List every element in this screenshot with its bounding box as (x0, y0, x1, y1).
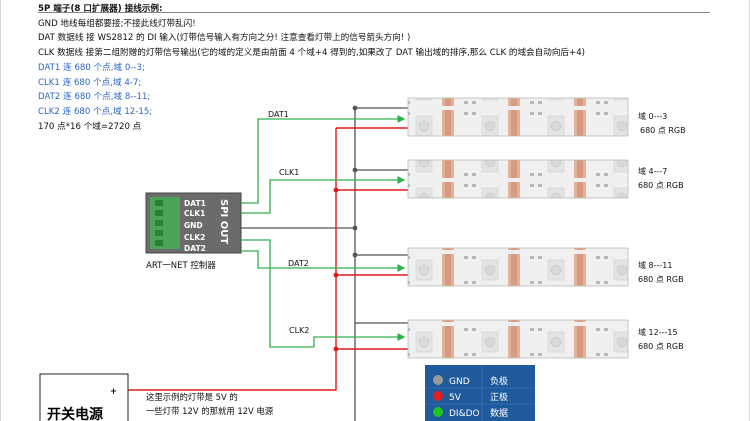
psu-note-1: 这里示例的灯带是 5V 的 (146, 392, 238, 402)
wire-label-dat1: DAT1 (268, 110, 289, 119)
dat2-wire (241, 250, 406, 272)
notes-title: 5P 端子(8 口扩展器) 接线示例: (38, 4, 163, 14)
strip-points: 680 点 RGB (638, 181, 684, 190)
art-net-controller: DAT1 CLK1 GND CLK2 DAT2 SPI OUT ART一NET … (145, 192, 242, 271)
legend-name-5v: 5V (449, 393, 462, 403)
pin-label-clk2: CLK2 (184, 233, 205, 242)
legend-dot-data (433, 407, 443, 417)
junction-dot (352, 105, 358, 111)
notes-clk2: CLK2 连 680 个点,域 12-15; (38, 106, 153, 117)
power-wiring (125, 127, 408, 391)
strip-body (407, 319, 629, 359)
clk2-wire-a (241, 239, 314, 348)
ground-wiring (241, 107, 408, 421)
pin-label-gnd: GND (184, 221, 203, 230)
dat1-wire (241, 115, 406, 204)
legend-name-data: DI&DO (449, 409, 480, 419)
switching-power-supply: + 开关电源 这里示例的灯带是 5V 的 一些灯带 12V 的那就用 12V 电… (39, 373, 274, 421)
psu-plus: + (110, 386, 117, 396)
strip-points: 680 点 RGB (638, 275, 684, 284)
pin-label-dat2: DAT2 (184, 244, 206, 253)
legend-meaning-gnd: 负极 (490, 375, 508, 387)
junction-dot (352, 225, 358, 231)
legend-name-gnd: GND (449, 377, 470, 387)
controller-name: ART一NET 控制器 (146, 260, 216, 271)
strip-body (407, 247, 629, 287)
junction-dot (333, 187, 339, 193)
notes-dat1: DAT1 连 680 个点,域 0--3; (38, 62, 145, 73)
terminal-screw (155, 240, 163, 246)
wiring-notes: 5P 端子(8 口扩展器) 接线示例: GND 地线每组都要接;不接此线灯带乱闪… (38, 2, 585, 134)
terminal-screw (155, 200, 163, 206)
led-strip-4: 域 12---15 680 点 RGB (407, 319, 684, 359)
led-strip-1: 域 0---3 680 点 RGB (407, 97, 686, 137)
strip-domain: 域 4---7 (638, 166, 667, 176)
wire-color-legend: GND 负极 5V 正极 DI&DO 数据 (425, 365, 535, 421)
strip-body (407, 159, 629, 199)
notes-dat: DAT 数据线 接 WS2812 的 DI 输入(灯带信号输入有方向之分! 注意… (38, 33, 411, 44)
strip-domain: 域 8---11 (638, 260, 672, 270)
legend-meaning-data: 数据 (490, 407, 508, 419)
strip-body (407, 97, 629, 137)
terminal-block (150, 197, 180, 249)
spi-out-label: SPI OUT (218, 199, 229, 244)
notes-gnd: GND 地线每组都要接;不接此线灯带乱闪! (38, 18, 196, 29)
terminal-screw (155, 230, 163, 236)
clk1-wire (241, 176, 406, 214)
power-wire-trunk (125, 128, 337, 391)
strip-domain: 域 0---3 (638, 111, 667, 121)
psu-body (39, 373, 129, 421)
clk2-wire-b (313, 333, 406, 347)
junction-dot (333, 272, 339, 278)
strip-domain: 域 12---15 (638, 327, 678, 337)
junction-dot (333, 346, 339, 352)
terminal-screw (155, 220, 163, 226)
legend-dot-5v (433, 391, 443, 401)
strip-points: 680 点 RGB (638, 342, 684, 351)
notes-dat2: DAT2 连 680 个点,域 8--11; (38, 92, 151, 103)
notes-clk: CLK 数据线 接第二组附赠的灯带信号输出(它的域的定义是由前面 4 个域+4 … (38, 48, 586, 59)
terminal-screw (155, 210, 163, 216)
led-strip-3: 域 8---11 680 点 RGB (407, 247, 684, 287)
wire-label-clk1: CLK1 (279, 168, 299, 177)
junction-dot (352, 167, 358, 173)
strip-points: 680 点 RGB (640, 126, 686, 135)
led-strip-2: 域 4---7 680 点 RGB (407, 159, 684, 199)
legend-bg (425, 365, 535, 421)
junction-dot (352, 252, 358, 258)
notes-clk1: CLK1 连 680 个点,域 4-7; (38, 77, 142, 88)
pin-label-clk1: CLK1 (184, 209, 205, 218)
title-underline (38, 12, 710, 13)
legend-dot-gnd (433, 375, 443, 385)
psu-note-2: 一些灯带 12V 的那就用 12V 电源 (146, 406, 274, 416)
psu-title: 开关电源 (47, 406, 103, 421)
wire-label-clk2: CLK2 (289, 326, 309, 335)
notes-total: 170 点*16 个域=2720 点 (38, 121, 142, 132)
pin-label-dat1: DAT1 (184, 199, 206, 208)
wire-label-dat2: DAT2 (288, 259, 309, 268)
data-wiring (241, 115, 406, 348)
legend-meaning-5v: 正极 (490, 391, 508, 403)
